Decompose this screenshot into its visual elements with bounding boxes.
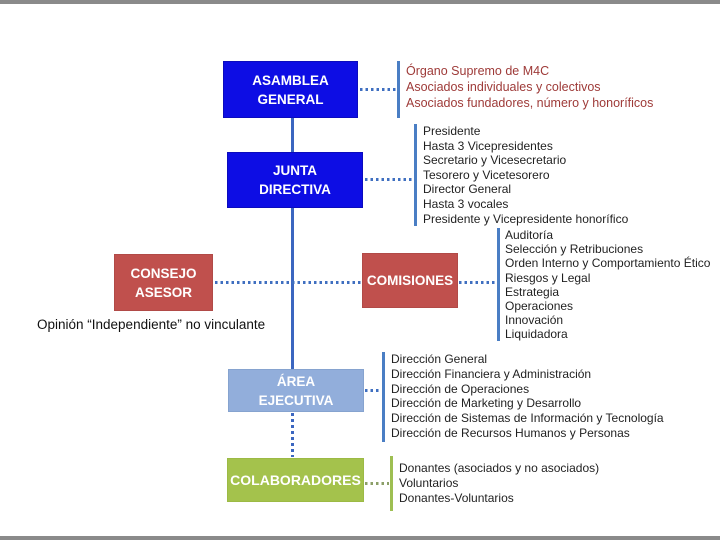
accent-bar-junta bbox=[414, 124, 417, 226]
node-asamblea-general: ASAMBLEA GENERAL bbox=[223, 61, 358, 118]
list-item: Hasta 3 vocales bbox=[423, 196, 509, 211]
slide-bottom-border bbox=[0, 536, 720, 540]
list-item: Innovación bbox=[505, 313, 564, 328]
node-consejo-asesor: CONSEJO ASESOR bbox=[114, 254, 213, 311]
node-colaboradores: COLABORADORES bbox=[227, 458, 364, 502]
list-item: Liquidadora bbox=[505, 327, 568, 342]
accent-bar-area bbox=[382, 352, 385, 442]
list-item: Dirección de Marketing y Desarrollo bbox=[391, 396, 582, 411]
connector-asamblea-junta bbox=[291, 118, 294, 152]
list-item: Dirección Financiera y Administración bbox=[391, 366, 592, 381]
list-item: Dirección General bbox=[391, 352, 488, 366]
list-item: Hasta 3 Vicepresidentes bbox=[423, 138, 553, 153]
list-item: Voluntarios bbox=[399, 476, 459, 490]
connector-area-colaboradores-dotted bbox=[291, 413, 294, 457]
list-item: Orden Interno y Comportamiento Ético bbox=[505, 256, 711, 271]
dotted-link-colaboradores-details bbox=[365, 482, 389, 485]
list-item: Órgano Supremo de M4C bbox=[406, 64, 550, 78]
dotted-link-area-details bbox=[365, 389, 381, 392]
dotted-link-junta-details bbox=[365, 178, 413, 181]
list-item: Dirección de Operaciones bbox=[391, 381, 530, 396]
accent-bar-comisiones bbox=[497, 228, 500, 341]
list-item: Donantes-Voluntarios bbox=[399, 491, 514, 505]
list-item: Selección y Retribuciones bbox=[505, 242, 644, 257]
list-item: Tesorero y Vicetesorero bbox=[423, 167, 550, 182]
list-item: Secretario y Vicesecretario bbox=[423, 153, 567, 168]
list-item: Asociados fundadores, número y honorífic… bbox=[406, 96, 654, 110]
slide-top-border bbox=[0, 0, 720, 4]
list-item: Donantes (asociados y no asociados) bbox=[399, 461, 600, 475]
list-item: Asociados individuales y colectivos bbox=[406, 80, 601, 94]
list-item: Auditoría bbox=[505, 228, 554, 242]
node-area-ejecutiva: ÁREA EJECUTIVA bbox=[228, 369, 364, 412]
list-item: Dirección de Sistemas de Información y T… bbox=[391, 411, 664, 426]
list-item: Riesgos y Legal bbox=[505, 270, 591, 285]
accent-bar-colaboradores bbox=[390, 456, 393, 511]
list-item: Director General bbox=[423, 182, 512, 197]
dotted-link-comisiones-details bbox=[459, 281, 496, 284]
node-comisiones: COMISIONES bbox=[362, 253, 458, 308]
list-item: Presidente bbox=[423, 124, 481, 138]
connector-junta-area bbox=[291, 208, 294, 369]
list-item: Estrategia bbox=[505, 284, 560, 299]
node-junta-directiva: JUNTA DIRECTIVA bbox=[227, 152, 363, 208]
dotted-link-asamblea-details bbox=[360, 88, 396, 91]
dotted-link-consejo-comisiones bbox=[215, 281, 361, 284]
details-colaboradores: Donantes (asociados y no asociados)Volun… bbox=[399, 461, 599, 506]
details-asamblea: Órgano Supremo de M4C Asociados individua… bbox=[406, 63, 653, 111]
list-item: Operaciones bbox=[505, 299, 574, 314]
accent-bar-asamblea bbox=[397, 61, 400, 118]
list-item: Dirección de Recursos Humanos y Personas bbox=[391, 425, 630, 440]
note-opinion-independiente: Opinión “Independiente” no vinculante bbox=[37, 317, 266, 332]
list-item: Presidente y Vicepresidente honorífico bbox=[423, 211, 629, 226]
